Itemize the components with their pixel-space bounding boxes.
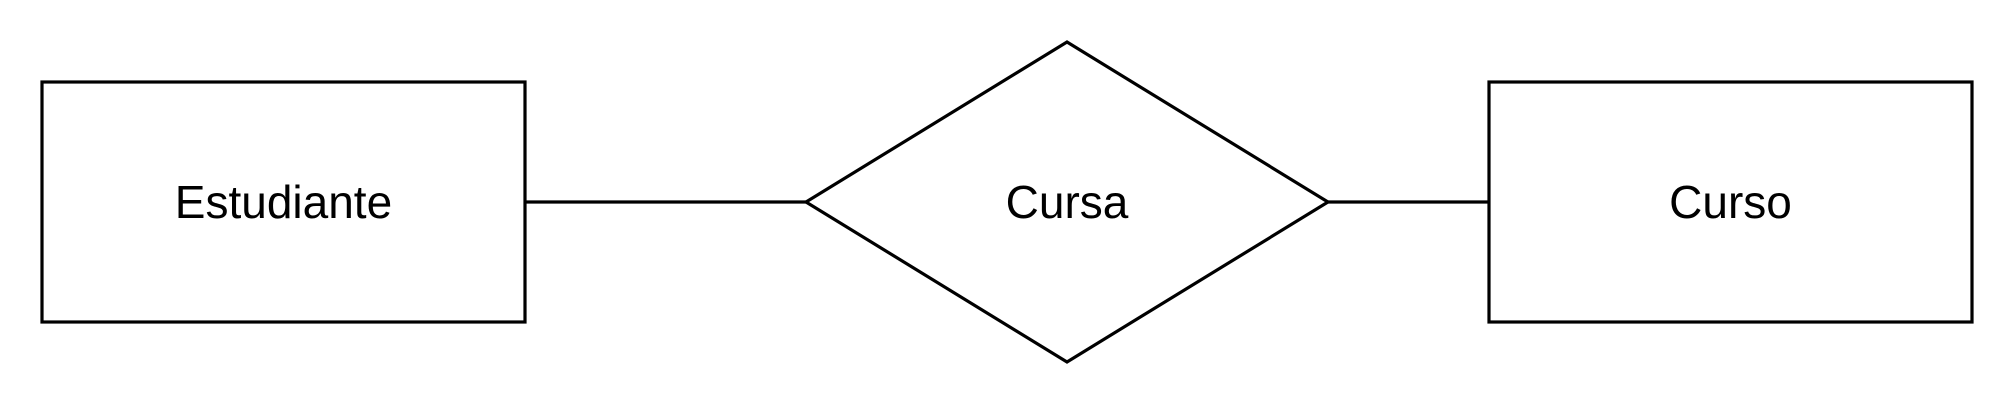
- relationship-cursa[interactable]: Cursa: [802, 40, 1332, 364]
- entity-label-estudiante: Estudiante: [175, 176, 392, 228]
- entity-curso[interactable]: Curso: [1487, 80, 1974, 324]
- relationship-label-cursa: Cursa: [1006, 176, 1129, 228]
- entity-box-estudiante: [40, 80, 527, 324]
- relationship-diamond-cursa: [802, 40, 1332, 364]
- entity-label-curso: Curso: [1669, 176, 1792, 228]
- entity-box-curso: [1487, 80, 1974, 324]
- entity-estudiante[interactable]: Estudiante: [40, 80, 527, 324]
